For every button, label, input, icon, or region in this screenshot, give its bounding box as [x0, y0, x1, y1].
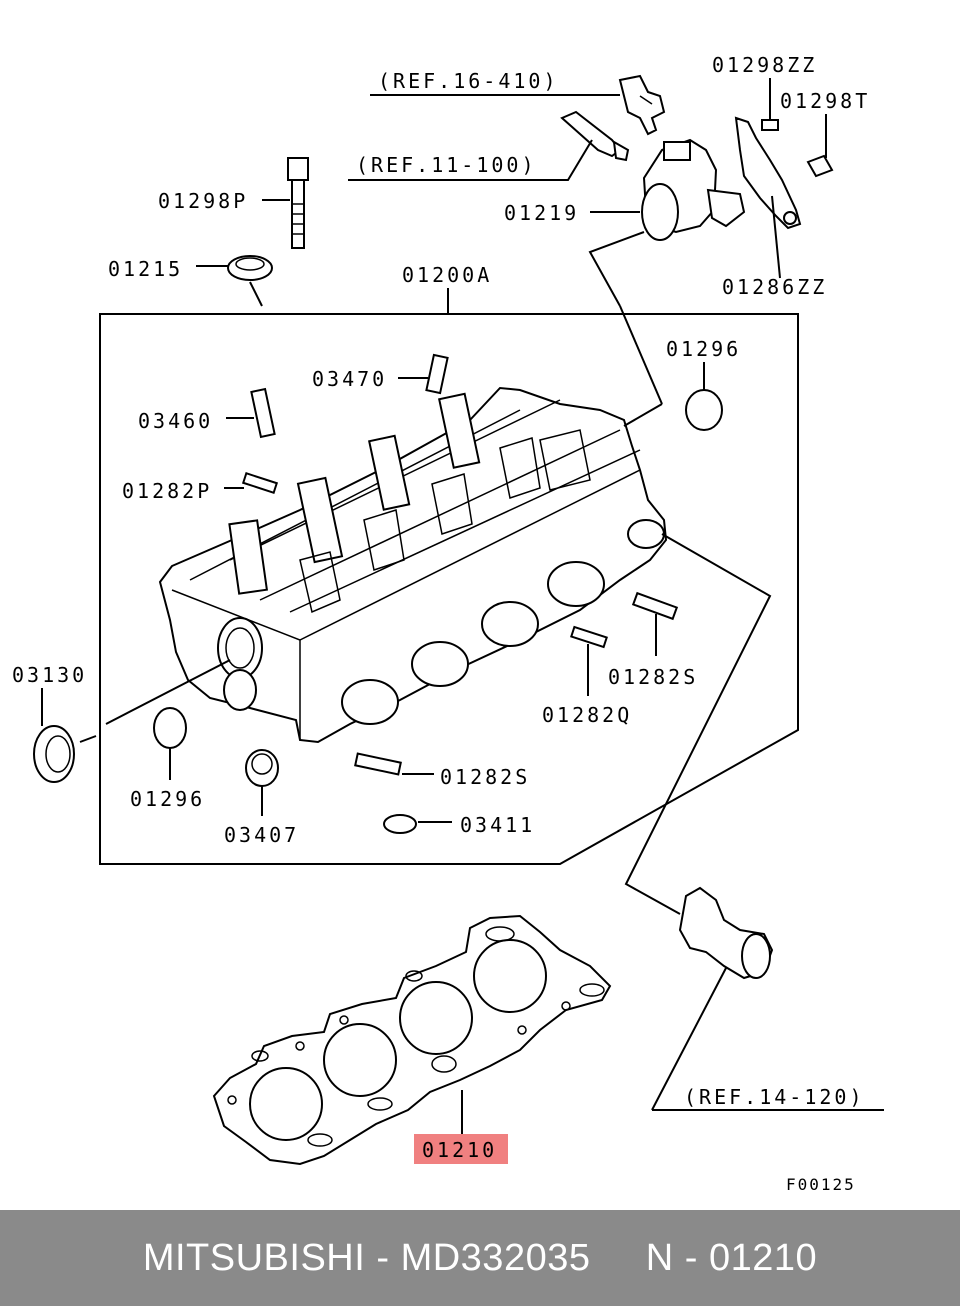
label-01298p: 01298P [158, 189, 248, 213]
bracket-01286zz [734, 116, 802, 230]
seal-03407 [245, 749, 279, 816]
label-01200a: 01200A [402, 263, 492, 287]
cylinder-head-box [99, 313, 799, 865]
parts-diagram: (REF.16-410) (REF.11-100) 01298ZZ 01298T… [12, 53, 884, 1194]
stud-01282s-bottom [354, 752, 402, 776]
label-01215: 01215 [108, 257, 183, 281]
leader-ref11-100 [348, 139, 593, 181]
label-01210: 01210 [422, 1138, 497, 1162]
leader-water-outlet [624, 533, 772, 915]
label-01298t: 01298T [780, 89, 870, 113]
stud-01282p [241, 472, 279, 494]
label-03470: 03470 [312, 367, 387, 391]
label-03130: 03130 [12, 663, 87, 687]
label-01219: 01219 [504, 201, 579, 225]
guide-03460 [250, 387, 276, 439]
bolt-01298zz [761, 78, 779, 131]
label-01282p: 01282P [122, 479, 212, 503]
cap-01215 [227, 255, 273, 281]
stud-01282q [570, 625, 608, 696]
leader-01219-to-head [588, 231, 645, 307]
actuator-01219 [641, 138, 746, 241]
label-03407: 03407 [224, 823, 299, 847]
plug-01296-top [685, 362, 723, 431]
bolt-01298p [287, 157, 309, 249]
leader-03130-a [79, 735, 97, 743]
leader-01219-head-link [623, 403, 663, 427]
label-01282s-bottom: 01282S [440, 765, 530, 789]
stud-01282s-right [631, 591, 679, 656]
label-01286zz: 01286ZZ [722, 275, 827, 299]
plug-ref11-100 [560, 110, 630, 162]
head-gasket-01210 [212, 914, 612, 1166]
leader-01215-to-head [249, 281, 263, 307]
seal-03411 [383, 814, 417, 834]
label-ref-14-120: (REF.14-120) [684, 1085, 865, 1109]
label-03411: 03411 [460, 813, 535, 837]
guide-03470 [425, 353, 449, 395]
leader-01286zz [771, 195, 781, 279]
water-outlet-ref14-120 [678, 886, 774, 980]
sensor-ref16-410 [618, 74, 666, 136]
highlight-01210 [414, 1134, 508, 1164]
label-ref-16-410: (REF.16-410) [378, 69, 559, 93]
leader-03130-b [105, 659, 231, 725]
cylinder-head [158, 386, 668, 744]
leader-ref14-120 [651, 967, 727, 1111]
label-01282s-right: 01282S [608, 665, 698, 689]
plug-01296-bottom [153, 707, 187, 780]
label-01296-top: 01296 [666, 337, 741, 361]
label-ref-11-100: (REF.11-100) [356, 153, 537, 177]
oil-seal-03130 [33, 725, 75, 783]
label-01298zz: 01298ZZ [712, 53, 817, 77]
bolt-01298t [806, 114, 834, 178]
label-01282q: 01282Q [542, 703, 632, 727]
leader-01219-link2 [619, 305, 663, 405]
footer-part-number: MITSUBISHI - MD332035 N - 01210 [142, 1236, 818, 1279]
label-03460: 03460 [138, 409, 213, 433]
label-01296-bottom: 01296 [130, 787, 205, 811]
figure-code: F00125 [786, 1175, 856, 1194]
footer-bar: MITSUBISHI - MD332035 N - 01210 [0, 1210, 960, 1306]
